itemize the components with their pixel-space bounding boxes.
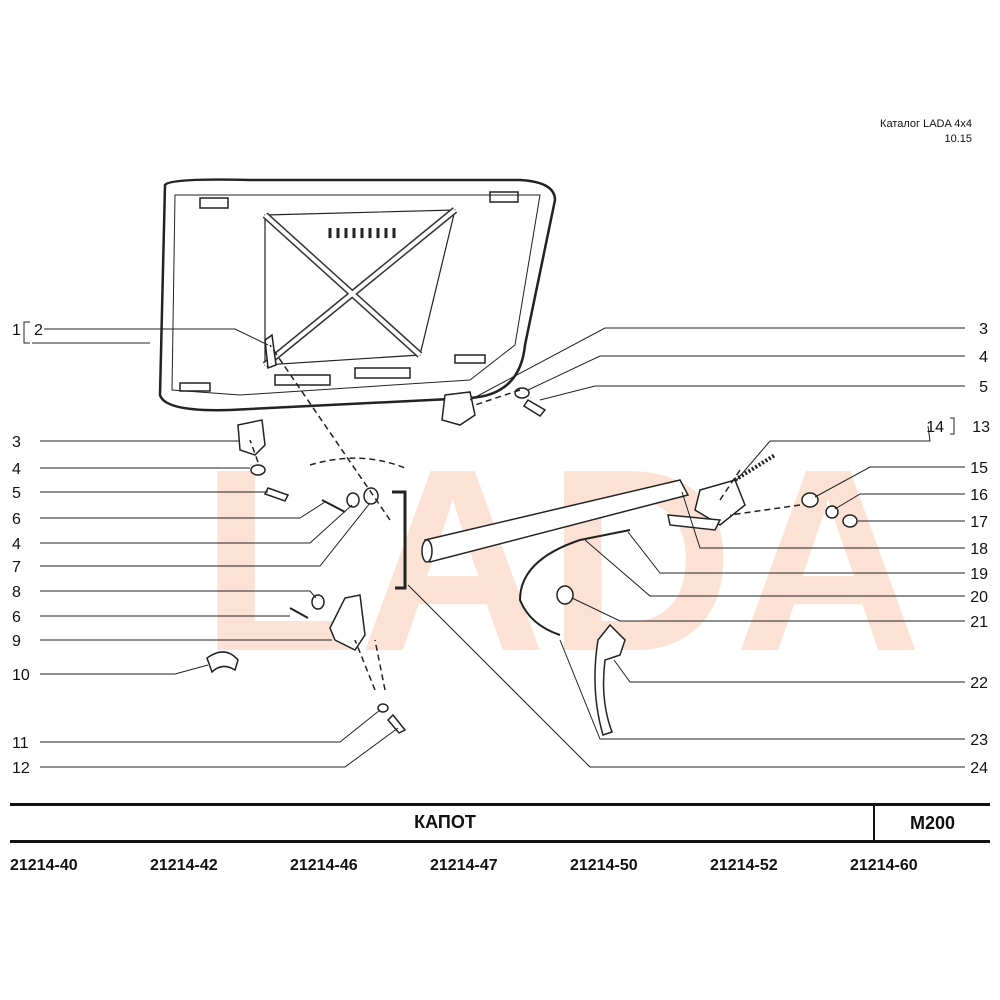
catalog-name: Каталог LADA 4x4 bbox=[880, 118, 972, 130]
leader-line bbox=[40, 727, 399, 768]
bushing-7 bbox=[363, 487, 379, 505]
handle-10 bbox=[206, 651, 239, 674]
hood-exploded-diagram: LADA bbox=[12, 178, 990, 777]
callout-number: 15 bbox=[970, 460, 988, 477]
lock-plate bbox=[667, 514, 722, 531]
leader-line bbox=[559, 639, 965, 740]
leader-line bbox=[584, 539, 965, 597]
callout-number: 19 bbox=[970, 566, 988, 583]
catalog-header: Каталог LADA 4x4 10.15 bbox=[880, 117, 972, 147]
model-list: 21214-40 21214-42 21214-46 21214-47 2121… bbox=[10, 857, 990, 875]
callout-number: 9 bbox=[12, 633, 21, 650]
leader-line bbox=[23, 321, 30, 344]
bushing-8 bbox=[311, 594, 325, 610]
watermark-text: LADA bbox=[200, 416, 922, 706]
section-code: M200 bbox=[873, 806, 990, 840]
nut-15 bbox=[801, 492, 819, 508]
callout-number: 4 bbox=[12, 536, 21, 553]
leader-line bbox=[681, 491, 965, 549]
model-code: 21214-46 bbox=[290, 857, 358, 874]
leader-line bbox=[571, 597, 965, 622]
hood-stay-24 bbox=[392, 490, 407, 590]
callout-number: 22 bbox=[970, 675, 988, 692]
callout-number: 10 bbox=[12, 667, 30, 684]
model-code: 21214-42 bbox=[150, 857, 218, 874]
leader-line bbox=[40, 502, 371, 567]
lock-13 bbox=[694, 479, 746, 526]
callout-number: 21 bbox=[970, 614, 988, 631]
pin-6 bbox=[321, 499, 346, 513]
title-bar: КАПОТ M200 bbox=[10, 803, 990, 843]
leader-line bbox=[40, 501, 326, 519]
washer-11 bbox=[377, 703, 389, 713]
leader-line bbox=[407, 584, 965, 768]
washer-4-left bbox=[250, 464, 266, 476]
release-lever-22 bbox=[594, 623, 626, 736]
washer-4-right bbox=[514, 387, 530, 399]
leader-line bbox=[539, 385, 965, 401]
callout-number: 5 bbox=[12, 485, 21, 502]
callout-number: 17 bbox=[970, 514, 988, 531]
callout-number: 6 bbox=[12, 609, 21, 626]
callout-number: 3 bbox=[12, 434, 21, 451]
dashed-arrows bbox=[249, 344, 801, 691]
washer-17 bbox=[842, 514, 858, 528]
leader-line bbox=[627, 531, 965, 574]
bracket-9 bbox=[329, 594, 366, 651]
callout-number: 16 bbox=[970, 487, 988, 504]
callout-number: 5 bbox=[979, 379, 988, 396]
callout-number: 12 bbox=[12, 760, 30, 777]
lada-watermark: LADA bbox=[200, 416, 922, 706]
cable-20 bbox=[518, 529, 631, 636]
model-code: 21214-60 bbox=[850, 857, 918, 874]
hinge-right bbox=[441, 391, 476, 426]
leader-line bbox=[527, 355, 965, 391]
model-code: 21214-47 bbox=[430, 857, 498, 874]
callout-number: 4 bbox=[12, 461, 21, 478]
washer-4 bbox=[346, 492, 360, 508]
leader-line bbox=[44, 328, 269, 346]
leader-lines bbox=[23, 321, 965, 768]
hinge-left bbox=[237, 419, 266, 456]
leader-line bbox=[834, 493, 965, 510]
leader-line bbox=[814, 466, 965, 498]
leader-line bbox=[40, 664, 209, 675]
model-code: 21214-52 bbox=[710, 857, 778, 874]
callout-number: 7 bbox=[12, 559, 21, 576]
bolt-12 bbox=[386, 713, 407, 734]
model-code: 21214-50 bbox=[570, 857, 638, 874]
bolt-5-right bbox=[522, 398, 547, 417]
callout-number: 23 bbox=[970, 732, 988, 749]
callout-number: 6 bbox=[12, 511, 21, 528]
pin-6-lower bbox=[289, 607, 309, 619]
callout-number: 1 bbox=[12, 322, 21, 339]
callout-number: 13 bbox=[972, 419, 990, 436]
callout-number: 18 bbox=[970, 541, 988, 558]
hood-parts bbox=[206, 333, 858, 736]
catalog-date: 10.15 bbox=[944, 133, 972, 145]
callout-number: 11 bbox=[12, 735, 29, 752]
model-code: 21214-40 bbox=[10, 857, 78, 874]
hood-panel bbox=[158, 178, 557, 412]
callout-number: 20 bbox=[970, 589, 988, 606]
callout-number: 8 bbox=[12, 584, 21, 601]
leader-line bbox=[40, 709, 381, 743]
callout-number: 3 bbox=[979, 321, 988, 338]
section-title: КАПОТ bbox=[414, 812, 476, 832]
leader-line bbox=[469, 327, 965, 401]
callout-number: 14 bbox=[926, 419, 944, 436]
callout-number: 4 bbox=[979, 349, 988, 366]
leader-line bbox=[950, 417, 955, 435]
leader-line bbox=[734, 425, 931, 483]
grommet-21 bbox=[556, 585, 574, 605]
callout-number: 24 bbox=[970, 760, 988, 777]
leader-line bbox=[40, 590, 317, 599]
callout-number: 2 bbox=[34, 322, 43, 339]
buffer-2 bbox=[264, 333, 277, 370]
leader-line bbox=[613, 659, 965, 683]
leader-line bbox=[40, 504, 353, 544]
